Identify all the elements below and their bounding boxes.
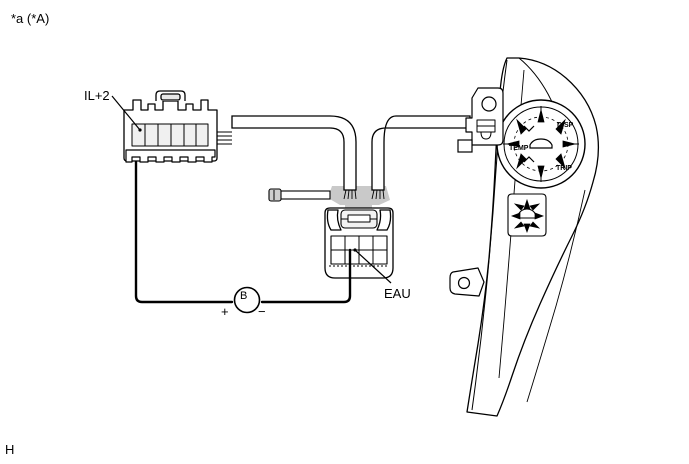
- eau-connector-label: EAU: [384, 286, 411, 301]
- gauge-label-temp: TEMP: [509, 145, 529, 152]
- eau-connector: [324, 207, 394, 279]
- test-probe: [268, 188, 331, 202]
- figure-reference-label: *a (*A): [11, 11, 50, 26]
- cluster-main-gauge: DISP TEMP TRIP: [496, 99, 586, 189]
- gauge-label-trip: TRIP: [556, 165, 572, 172]
- connector-pin-label: IL+2: [84, 88, 110, 103]
- cluster-secondary-icon: [507, 193, 547, 237]
- battery-letter-label: B: [240, 290, 248, 302]
- gauge-label-disp: DISP: [557, 122, 574, 129]
- cluster-harness-entry: [457, 139, 473, 153]
- cluster-lower-mount-tab: [449, 267, 485, 297]
- illumination-arrows: [506, 109, 576, 179]
- battery-negative-label: −: [258, 304, 266, 319]
- battery-symbol: [233, 286, 261, 314]
- circuit-wires: [134, 160, 352, 304]
- cluster-upper-mount-bracket: [465, 87, 504, 146]
- battery-positive-label: +: [221, 304, 229, 319]
- page-section-mark: H: [5, 442, 15, 457]
- wire-harness-cables: [231, 115, 471, 200]
- eau-leader-line: [353, 248, 392, 284]
- il2-leader-line: [111, 95, 142, 132]
- harness-connector: [123, 90, 232, 163]
